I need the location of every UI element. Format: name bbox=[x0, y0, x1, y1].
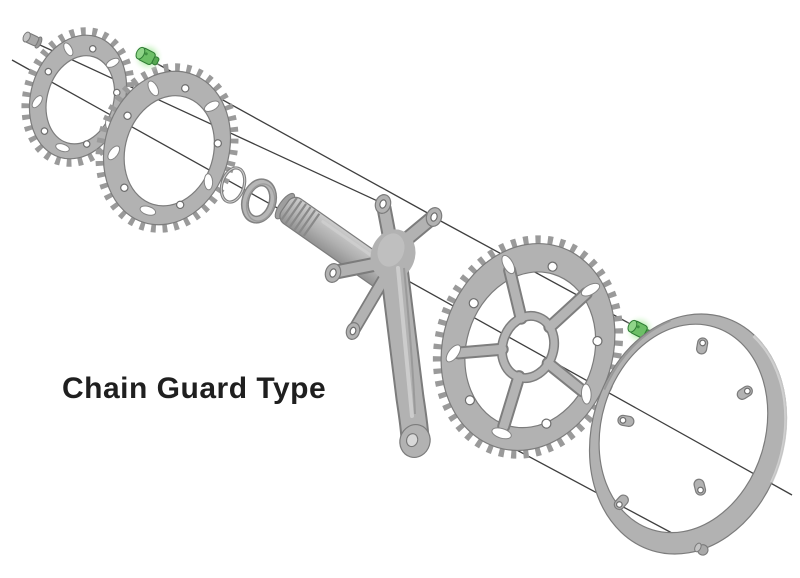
chain-guard-tab bbox=[693, 478, 707, 496]
chainring-bolt-hole bbox=[40, 127, 49, 135]
chainring-bolt-hole bbox=[468, 298, 479, 309]
chainring-slot bbox=[105, 57, 120, 68]
chainring-slot bbox=[491, 427, 512, 440]
chainring-fixing-bolt-left bbox=[132, 41, 164, 73]
chain-guard-tab bbox=[736, 385, 753, 400]
spider-lug-hole bbox=[329, 268, 337, 278]
chainring-slot bbox=[107, 145, 121, 161]
chainring-slot bbox=[147, 80, 160, 97]
middle-chainring bbox=[95, 63, 239, 233]
spider-lug-hole bbox=[379, 199, 387, 209]
green-bolt bbox=[135, 46, 160, 66]
tab-hole bbox=[697, 486, 704, 494]
spacer-ring bbox=[240, 178, 278, 224]
spider-hub-highlight bbox=[377, 233, 405, 267]
chainring-bolt-hole bbox=[120, 183, 129, 192]
spider-lug-hole bbox=[349, 326, 357, 336]
chainring-bolt-hole bbox=[112, 88, 121, 97]
green-bolt-detail bbox=[636, 325, 640, 329]
chainring-bolt-hole bbox=[175, 200, 185, 210]
green-bolt-detail bbox=[144, 52, 148, 56]
axle-splines bbox=[280, 197, 321, 237]
chainring-bolt-hole bbox=[123, 111, 132, 120]
spider-lug bbox=[425, 207, 443, 227]
chain-guard-tab bbox=[617, 414, 635, 427]
bolt-cap bbox=[694, 542, 702, 553]
pedal-boss bbox=[399, 424, 431, 458]
large-chainring bbox=[432, 235, 624, 459]
chain-guard-tab bbox=[696, 337, 709, 355]
chainring-slot bbox=[203, 173, 214, 191]
o-ring bbox=[219, 166, 247, 204]
crank-arm-highlight bbox=[396, 266, 414, 418]
chainring-slot bbox=[63, 42, 74, 57]
large-chainring-band bbox=[440, 243, 616, 451]
spider-lug bbox=[324, 263, 342, 283]
large-chainring-spider-web bbox=[452, 263, 593, 433]
chainring-bolt-hole bbox=[213, 139, 222, 148]
tab-hole bbox=[699, 339, 707, 347]
chainring-bolt-hole bbox=[181, 84, 190, 93]
spider-lug-hole bbox=[430, 212, 438, 222]
spider-lug bbox=[345, 322, 361, 340]
crank-arm-fixing-bolt bbox=[22, 31, 43, 49]
tab-hole bbox=[615, 501, 623, 508]
diagram-title-label: Chain Guard Type bbox=[62, 372, 327, 405]
chain-guard-tab bbox=[613, 494, 629, 511]
spider-arm-face bbox=[350, 267, 393, 333]
chainring-slot bbox=[203, 100, 220, 113]
chainring-bolt-hole bbox=[592, 335, 603, 347]
chainring-bolt-hole bbox=[82, 140, 91, 148]
green-bolt-tip bbox=[151, 56, 160, 66]
green-bolt-cap bbox=[135, 46, 146, 60]
chainring-bolt-hole bbox=[88, 45, 97, 53]
chainring-slot bbox=[580, 282, 601, 297]
chain-guard-highlight bbox=[752, 334, 788, 484]
crank-arm-shade bbox=[403, 267, 416, 415]
chain-guard bbox=[588, 313, 788, 555]
spider-lug bbox=[374, 194, 392, 214]
hub-ring-face bbox=[498, 312, 558, 382]
chain-guard-fixing-bolt bbox=[694, 542, 709, 556]
chainring-slot bbox=[55, 143, 70, 153]
chainring-bolt-hole bbox=[541, 418, 552, 429]
chainring-bolt-hole bbox=[44, 67, 53, 76]
tab-hole bbox=[743, 387, 751, 395]
chainring-slot bbox=[139, 205, 157, 216]
tab-hole bbox=[619, 416, 627, 424]
chainring-slot bbox=[580, 383, 592, 405]
right-crank-arm bbox=[324, 194, 443, 458]
chainring-slot bbox=[31, 95, 43, 109]
chain-guard-shade bbox=[603, 319, 671, 390]
middle-chainring-band bbox=[102, 70, 232, 226]
chainring-bolt-hole bbox=[464, 395, 475, 406]
green-bolt-cap bbox=[627, 319, 638, 333]
pedal-hole bbox=[405, 433, 419, 448]
bolt-cap bbox=[22, 31, 31, 43]
spacer-depth bbox=[245, 183, 276, 222]
chainring-bolt-hole bbox=[547, 261, 558, 272]
spoke-face bbox=[454, 265, 591, 431]
o-ring-highlight bbox=[220, 167, 246, 203]
chainring-slot bbox=[445, 344, 462, 363]
middle-chainring-teeth bbox=[95, 63, 239, 233]
chainring-slot bbox=[501, 254, 516, 275]
